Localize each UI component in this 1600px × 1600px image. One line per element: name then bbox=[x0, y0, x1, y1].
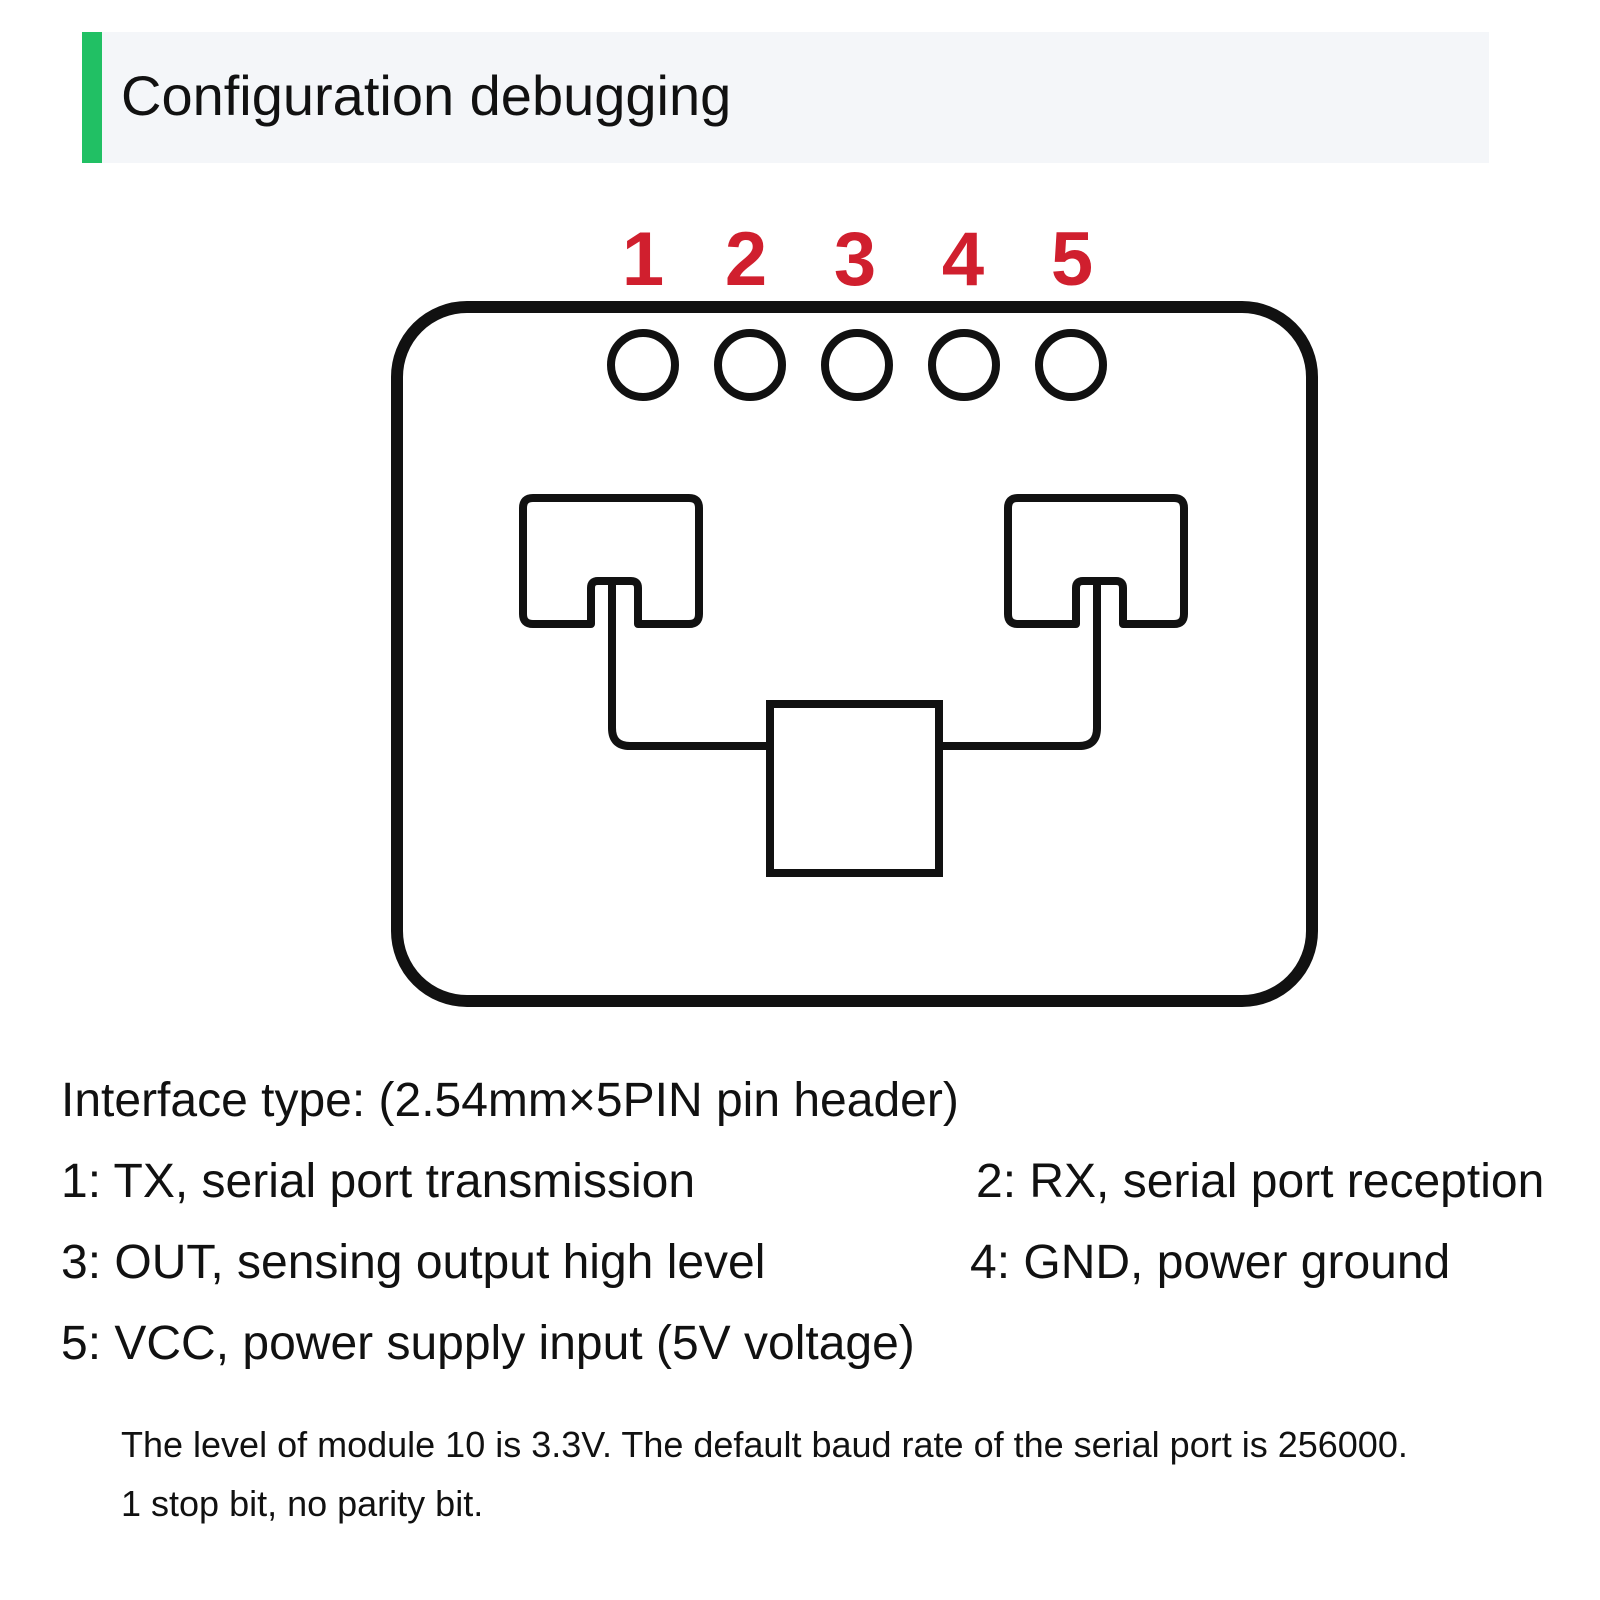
header-accent-bar bbox=[82, 32, 102, 163]
pin-desc-5: 5: VCC, power supply input (5V voltage) bbox=[61, 1317, 915, 1370]
pin-hole-1 bbox=[607, 329, 679, 401]
module-board-outline bbox=[391, 301, 1318, 1007]
radar-chip bbox=[766, 700, 943, 877]
pin-hole-3 bbox=[821, 329, 893, 401]
note-line-2: 1 stop bit, no parity bit. bbox=[121, 1483, 484, 1524]
note-line-1: The level of module 10 is 3.3V. The defa… bbox=[121, 1424, 1408, 1465]
interface-type: Interface type: (2.54mm×5PIN pin header) bbox=[61, 1074, 959, 1127]
pin-desc-4: 4: GND, power ground bbox=[970, 1236, 1451, 1289]
section-header: Configuration debugging bbox=[82, 32, 1489, 163]
pin-number-1: 1 bbox=[622, 217, 664, 302]
pin-number-4: 4 bbox=[942, 217, 984, 302]
left-feed-trace bbox=[608, 583, 770, 750]
pin-desc-1: 1: TX, serial port transmission bbox=[61, 1155, 696, 1208]
pin-hole-5 bbox=[1035, 329, 1107, 401]
right-feed-trace bbox=[939, 583, 1101, 750]
pin-desc-3: 3: OUT, sensing output high level bbox=[61, 1236, 766, 1289]
section-title: Configuration debugging bbox=[121, 64, 732, 127]
pin-number-2: 2 bbox=[725, 217, 767, 302]
pin-number-5: 5 bbox=[1051, 217, 1093, 302]
pin-desc-2: 2: RX, serial port reception bbox=[976, 1155, 1545, 1208]
right-antenna-pad bbox=[1004, 494, 1188, 628]
left-antenna-pad bbox=[519, 494, 703, 628]
pin-hole-4 bbox=[928, 329, 1000, 401]
pin-number-3: 3 bbox=[834, 217, 876, 302]
pin-hole-2 bbox=[714, 329, 786, 401]
